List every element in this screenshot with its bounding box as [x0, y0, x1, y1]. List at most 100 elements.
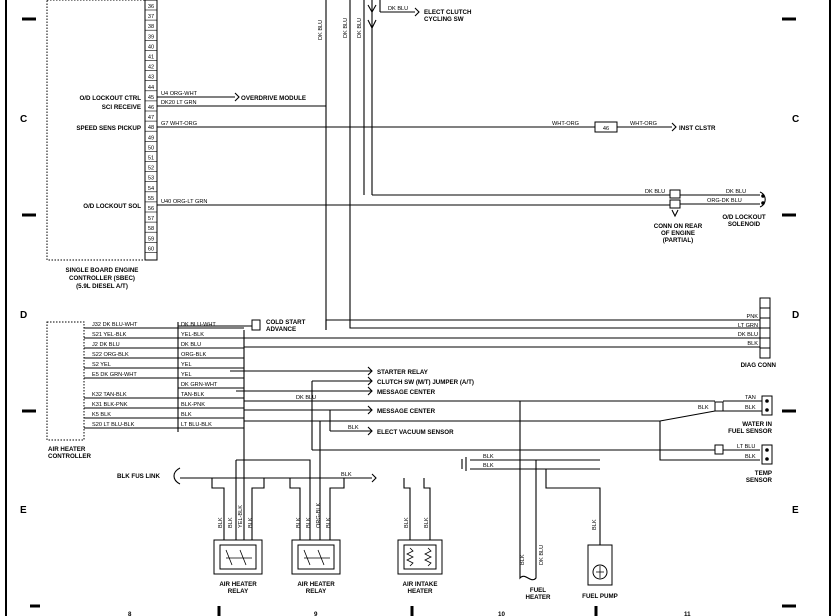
dest-elect-vacuum: ELECT VACUUM SENSOR	[377, 429, 454, 436]
air-controller-box	[46, 321, 85, 441]
controller-pin-label: J32 DK BLU-WHT	[92, 322, 138, 328]
sbec-pin-42: 42	[148, 65, 154, 71]
overdrive-module-label: OVERDRIVE MODULE	[241, 95, 306, 102]
sbec-pin-48: 48	[148, 125, 154, 131]
sbec-pin-53: 53	[148, 176, 154, 182]
controller-pin-label: K31 BLK-PNK	[92, 402, 128, 408]
fuel-heater-symbol	[519, 568, 537, 581]
od-sol-name-1: O/D LOCKOUT	[722, 214, 766, 221]
relay1-wire-1: BLK	[218, 517, 224, 528]
fuel-pump-wire: BLK	[592, 519, 598, 530]
cold-start-2: ADVANCE	[266, 326, 296, 333]
diag-label-blk: BLK	[747, 341, 758, 347]
sbec-pin-54: 54	[148, 186, 154, 192]
temp-sensor-symbol	[761, 444, 773, 465]
controller-out-label: ORG-BLK	[181, 352, 206, 358]
fuel-heater-name-1: FUEL	[530, 587, 546, 594]
intake-wire-1: BLK	[404, 517, 410, 528]
sbec-title-2: CONTROLLER (SBEC)	[69, 275, 135, 282]
water-conn-box	[714, 401, 724, 412]
controller-out-label: DK BLU	[181, 342, 201, 348]
relay2-name-1: AIR HEATER	[297, 581, 335, 588]
controller-pin-label: E5 DK GRN-WHT	[92, 372, 137, 378]
relay1-wire-3: YEL-BLK	[238, 505, 244, 528]
ground-wire-1-label: BLK	[483, 454, 494, 460]
wire-od-sol-label: U40 ORG-LT GRN	[161, 199, 207, 205]
sbec-pin-47: 47	[148, 115, 154, 121]
sbec-pin-38: 38	[148, 24, 154, 30]
sbec-pin-55: 55	[148, 196, 154, 202]
splice-46-label: 46	[603, 126, 609, 132]
controller-out-label: DK BLU-WHT	[181, 322, 216, 328]
sbec-pin-column	[144, 0, 158, 261]
sbec-pin-46: 46	[148, 105, 154, 111]
conn-rear-2: OF ENGINE	[661, 230, 695, 237]
sbec-pin-41: 41	[148, 55, 154, 61]
rear-engine-connector	[669, 189, 681, 218]
relay2-wire-3: ORG-BLK	[316, 503, 322, 528]
sbec-pin-49: 49	[148, 135, 154, 141]
water-blk-link	[659, 410, 716, 422]
water-left-wire-label: BLK	[698, 405, 709, 411]
controller-out-label: BLK	[181, 412, 192, 418]
zone-left-c: C	[20, 114, 27, 125]
diag-wires	[230, 319, 760, 451]
air-heater-relay-2	[291, 539, 341, 575]
ground-wire-2-label: BLK	[483, 463, 494, 469]
clutch-sw-symbol	[367, 4, 377, 30]
sbec-pin-51: 51	[148, 156, 154, 162]
dest-message-center-1: MESSAGE CENTER	[377, 389, 436, 396]
controller-out-label: LT BLU-BLK	[181, 422, 212, 428]
water-wire-2-label: BLK	[745, 405, 756, 411]
zone-left-e: E	[20, 505, 27, 516]
overdrive-arrow	[234, 92, 240, 102]
zone-ticks	[22, 17, 796, 413]
sbec-pin-36: 36	[148, 4, 154, 10]
relay2-wire-4: BLK	[326, 517, 332, 528]
sbec-pin-56: 56	[148, 206, 154, 212]
sol-wire-3-label: ORG-DK BLU	[707, 198, 742, 204]
zone-left-d: D	[20, 310, 27, 321]
fuel-pump-symbol	[587, 544, 613, 586]
sbec-sig-label-45: SCI RECEIVE	[102, 104, 141, 111]
water-sensor-name-1: WATER IN	[742, 421, 772, 428]
fuel-pump-name: FUEL PUMP	[582, 593, 618, 600]
water-wire-1-label: TAN	[745, 395, 756, 401]
temp-conn-box	[714, 444, 724, 455]
relay1-name-1: AIR HEATER	[219, 581, 257, 588]
clutch-sw-arrow	[414, 7, 420, 17]
dest-message-center-2: MESSAGE CENTER	[377, 408, 436, 415]
controller-out-label: YEL	[181, 372, 192, 378]
controller-pin-label: S20 LT BLU-BLK	[92, 422, 135, 428]
dest-clutch-sw: CLUTCH SW (M/T) JUMPER (A/T)	[377, 379, 474, 386]
controller-pin-label: S22 ORG-BLK	[92, 352, 129, 358]
mid-dkblu-label: DK BLU	[296, 395, 316, 401]
ground-terminal	[461, 457, 467, 471]
fuel-heater-wire-1: BLK	[520, 554, 526, 565]
diag-label-ltgrn: LT GRN	[738, 323, 758, 329]
air-controller-title-2: CONTROLLER	[48, 453, 91, 460]
sbec-pin-60: 60	[148, 246, 154, 252]
sbec-pin-40: 40	[148, 44, 154, 50]
controller-out-label: YEL	[181, 362, 192, 368]
sbec-title-3: (5.9L DIESEL A/T)	[76, 283, 128, 290]
relay2-wire-2: BLK	[306, 517, 312, 528]
controller-out-label: BLK-PNK	[181, 402, 205, 408]
relay-feed-wires	[211, 401, 601, 568]
sbec-title-1: SINGLE BOARD ENGINE	[66, 267, 139, 274]
zone-right-e: E	[792, 505, 799, 516]
sol-wire-1-label: DK BLU	[645, 189, 665, 195]
conn-rear-1: CONN ON REAR	[654, 223, 703, 230]
fus-link-wire-label: BLK	[341, 472, 352, 478]
controller-pin-label: S21 YEL-BLK	[92, 332, 127, 338]
temp-wire-1-label: LT BLU	[737, 444, 755, 450]
sbec-pin-numbers: 3637383940414243444546474849505152535455…	[145, 4, 157, 253]
wire-od-ctrl-label: U4 ORG-WHT	[161, 91, 198, 97]
sbec-pin-45: 45	[148, 95, 154, 101]
sbec-sig-label-47: SPEED SENS PICKUP	[76, 125, 141, 132]
controller-out-label: DK GRN-WHT	[181, 382, 218, 388]
diag-connector	[759, 297, 771, 359]
vwire-b-label: DK BLU	[343, 18, 349, 38]
